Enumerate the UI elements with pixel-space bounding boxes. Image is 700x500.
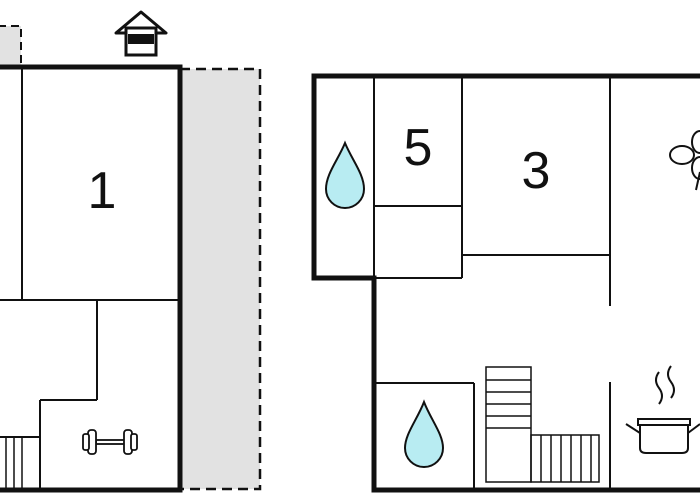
stairs-fragment: [5, 437, 23, 488]
fan-icon: [669, 130, 700, 191]
dumbbell-icon: [82, 429, 138, 455]
right-outer-wall: [311, 73, 700, 493]
left-floor: 1: [0, 10, 262, 493]
left-outer-wall: [0, 64, 183, 493]
staircase-icon: [485, 366, 600, 483]
water-drop-icon: [403, 399, 445, 468]
cooking-pot-icon: [625, 365, 700, 454]
terrace-right: [178, 67, 262, 491]
room-number-1: 1: [88, 162, 117, 220]
water-drop-icon: [324, 140, 366, 209]
room-number-5: 5: [404, 119, 433, 177]
room-number-3: 3: [522, 142, 551, 200]
right-floor: 5 3: [311, 73, 700, 493]
terrace-fragment: [0, 25, 22, 69]
house-entrance-icon: [114, 10, 168, 57]
